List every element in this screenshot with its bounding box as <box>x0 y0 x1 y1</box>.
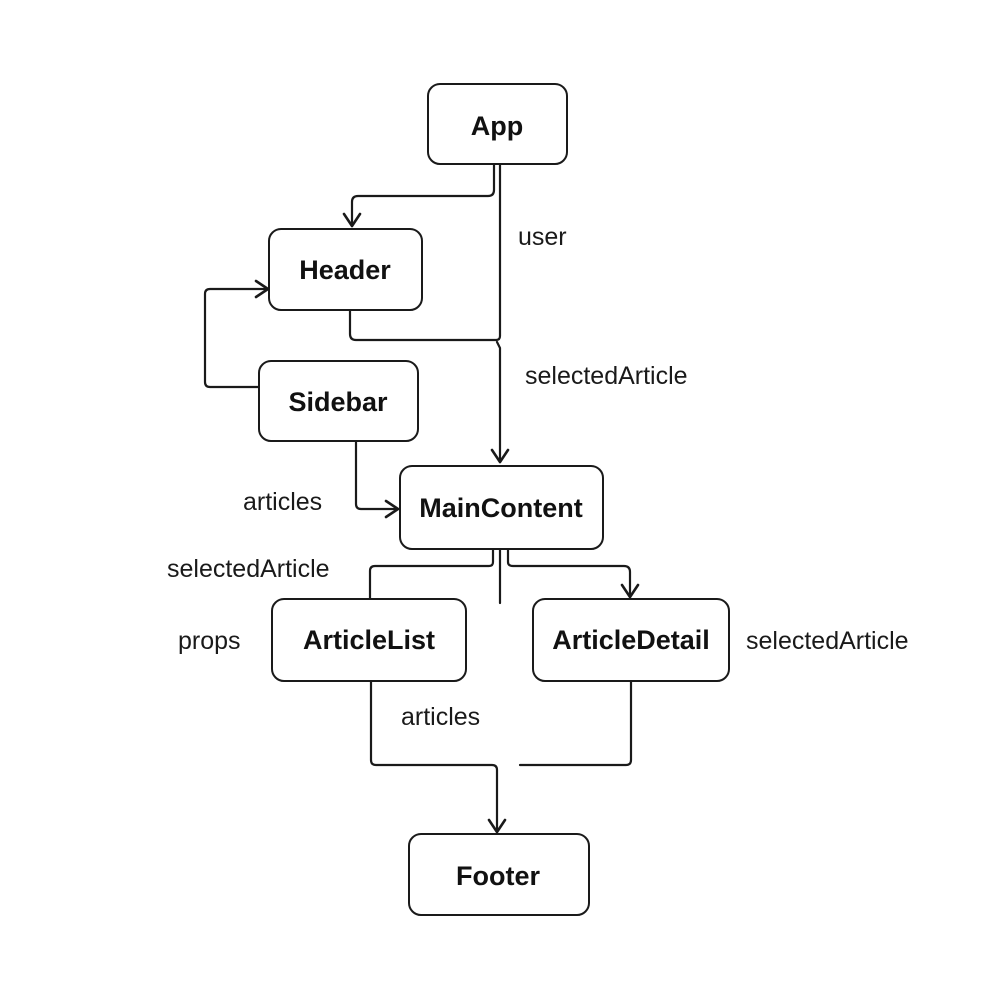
node-label: ArticleList <box>303 625 435 655</box>
edge-articlelist-to-footer <box>369 680 499 834</box>
edge-sidebar-to-header <box>203 287 270 389</box>
edge-label-articles-footer: articles <box>401 703 480 731</box>
node-label: Sidebar <box>288 387 388 417</box>
edge-label-selected-article-main: selectedArticle <box>525 362 688 390</box>
edge-main-to-articledetail <box>506 548 632 599</box>
edge-app-to-header <box>350 162 496 228</box>
node-articlelist[interactable]: ArticleList <box>271 598 467 682</box>
node-sidebar[interactable]: Sidebar <box>258 360 419 442</box>
arrowhead-articledetail <box>620 583 640 599</box>
edge-app-user-line <box>348 162 502 342</box>
node-articledetail[interactable]: ArticleDetail <box>532 598 730 682</box>
edge-to-maincontent <box>495 340 502 464</box>
arrowhead-header <box>342 212 362 228</box>
node-label: Header <box>299 255 391 285</box>
node-label: App <box>471 111 523 141</box>
node-label: MainContent <box>419 493 582 523</box>
edge-articledetail-to-footer <box>518 680 633 767</box>
node-label: Footer <box>456 861 540 891</box>
edge-label-selected-article-detail: selectedArticle <box>746 627 909 655</box>
node-app[interactable]: App <box>427 83 568 165</box>
arrowhead-main-left <box>384 499 400 519</box>
arrowhead-footer <box>487 818 507 834</box>
edge-label-articles-sidebar: articles <box>243 488 322 516</box>
edge-label-props: props <box>178 627 241 655</box>
node-header[interactable]: Header <box>268 228 423 311</box>
edge-label-selected-article-list: selectedArticle <box>167 555 330 583</box>
node-footer[interactable]: Footer <box>408 833 590 916</box>
node-maincontent[interactable]: MainContent <box>399 465 604 550</box>
node-label: ArticleDetail <box>552 625 710 655</box>
edges <box>203 162 640 834</box>
edge-main-to-articlelist <box>368 548 495 600</box>
edge-sidebar-to-main <box>354 440 400 511</box>
edge-label-user: user <box>518 223 567 251</box>
arrowhead-maincontent-top <box>490 448 510 464</box>
